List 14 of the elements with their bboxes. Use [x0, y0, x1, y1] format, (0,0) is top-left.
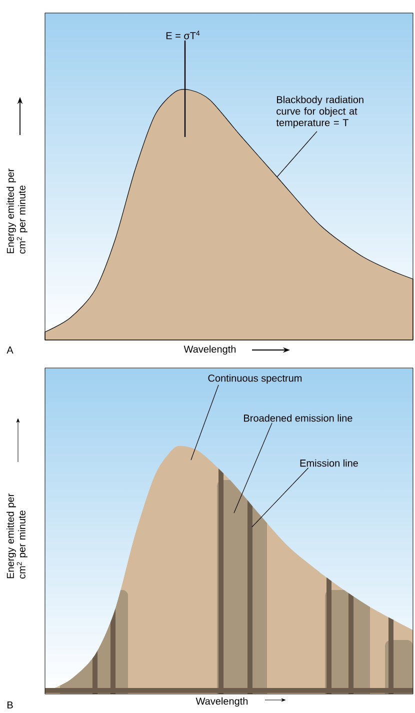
leader-line: [184, 40, 186, 137]
leader-line: [276, 131, 318, 178]
axis-label: Wavelength: [184, 345, 236, 355]
callout-label: Blackbody radiation curve for object at temperature = T: [276, 96, 364, 128]
panel-letter: A: [6, 346, 14, 354]
callout-label: Broadened emission line: [244, 414, 352, 422]
leader-line: [252, 468, 309, 528]
callout-label: Emission line: [300, 459, 358, 467]
callout-label: E = σT$^{4}$: [166, 30, 200, 40]
axis-label: Wavelength: [196, 697, 248, 707]
callout-label: Continuous spectrum: [208, 374, 302, 384]
leader-line: [234, 422, 272, 514]
panel-letter: B: [7, 702, 13, 708]
leader-line: [190, 384, 219, 460]
